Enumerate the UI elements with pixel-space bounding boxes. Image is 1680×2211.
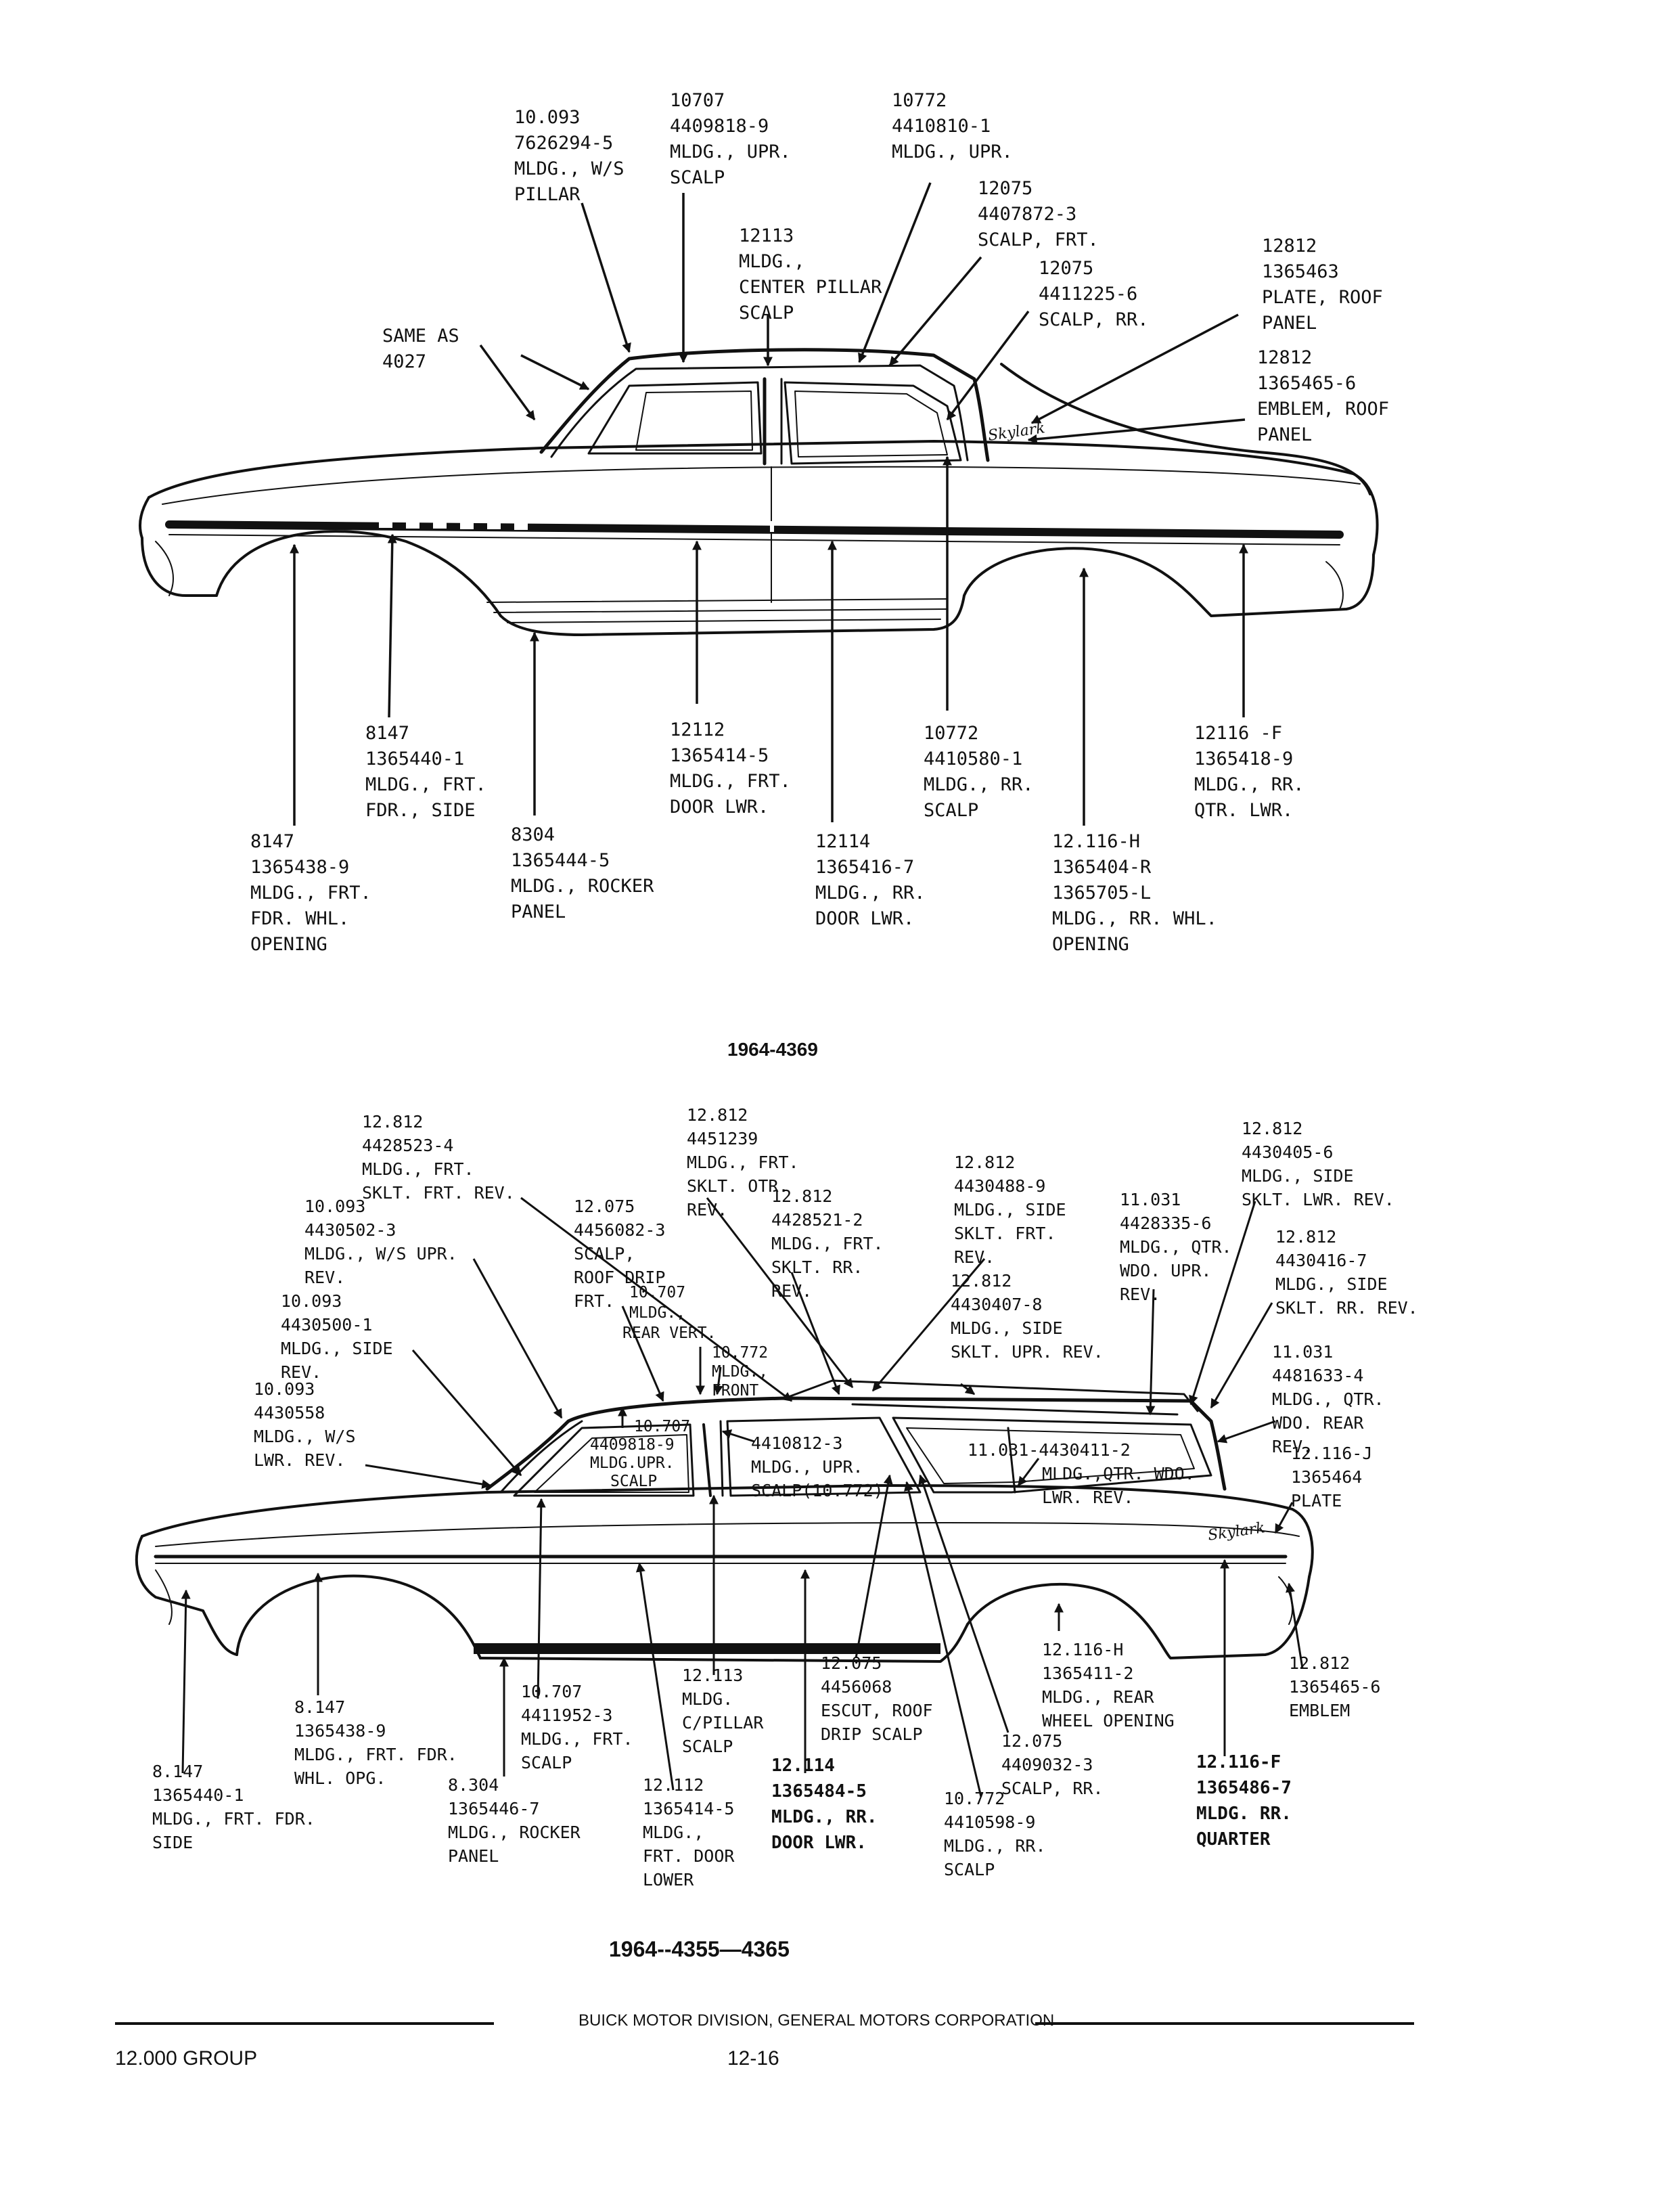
footer-page: 12-16	[727, 2047, 779, 2070]
diagram1-caption: 1964-4369	[727, 1039, 818, 1060]
car-wagon-leaders	[181, 1197, 1304, 1797]
footer-rule-left	[115, 2022, 494, 2025]
diagram2-caption: 1964--4355—4365	[609, 1937, 790, 1961]
car-coupe-leaders	[290, 182, 1248, 826]
callout-qtr-wdo-lwr: 11.031-4430411-2 MLDG.,QTR. WDO. LWR. RE…	[968, 1440, 1195, 1507]
side-molding-marks	[379, 518, 774, 532]
footer-group: 12.000 GROUP	[115, 2047, 258, 2070]
car-coupe-drawing	[139, 348, 1379, 636]
footer-rule-right	[1035, 2022, 1414, 2025]
footer-company: BUICK MOTOR DIVISION, GENERAL MOTORS COR…	[578, 2011, 1055, 2030]
